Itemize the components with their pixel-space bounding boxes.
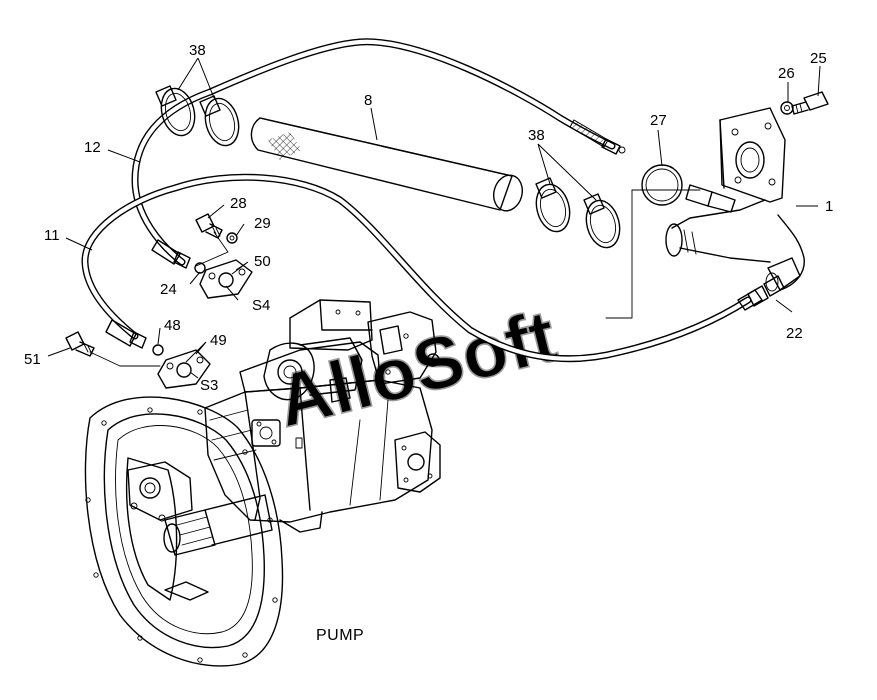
label-24: 24 [160,281,177,298]
leader-lines [47,57,821,379]
watermark-text: AlloSoft [269,294,564,443]
label-27: 27 [650,112,667,129]
part-25-bolt [791,91,829,115]
label-48: 48 [164,317,181,334]
hose-12 [131,38,626,269]
diagram-caption: PUMP [316,627,364,644]
part-28-bolt [195,213,223,239]
part-27-o-ring [641,164,683,206]
part-50-flange [199,259,253,299]
part-29-washer [226,232,238,244]
label-s3: S3 [200,377,218,394]
part-1-elbow-pipe [665,107,805,292]
pump-body [204,299,441,533]
part-38-clamps-mid [535,177,621,249]
label-8: 8 [364,92,372,109]
part-8-tube [250,117,524,212]
part-26-washer [780,101,794,115]
callout-labels: 38 38 8 12 11 27 26 25 1 22 28 29 50 24 … [24,42,833,394]
label-28: 28 [230,195,247,212]
label-29: 29 [254,215,271,232]
label-49: 49 [210,332,227,349]
part-22-fitting [747,275,785,307]
label-11: 11 [44,227,60,244]
part-38-clamps-top [155,85,240,147]
label-51: 51 [24,351,41,368]
label-38-mid: 38 [528,127,545,144]
bell-housing [84,396,284,667]
label-38-top: 38 [189,42,206,59]
label-25: 25 [810,50,827,67]
label-12: 12 [84,139,101,156]
watermark: AlloSoft [268,293,565,444]
label-22: 22 [786,325,803,342]
pump-assembly [84,299,441,667]
part-24-o-ring [194,262,206,274]
part-48-o-ring [152,344,164,356]
label-1: 1 [825,198,833,215]
label-50: 50 [254,253,271,270]
drive-shaft [127,461,273,556]
part-49-flange [157,349,211,389]
label-26: 26 [778,65,795,82]
label-s4: S4 [252,297,270,314]
